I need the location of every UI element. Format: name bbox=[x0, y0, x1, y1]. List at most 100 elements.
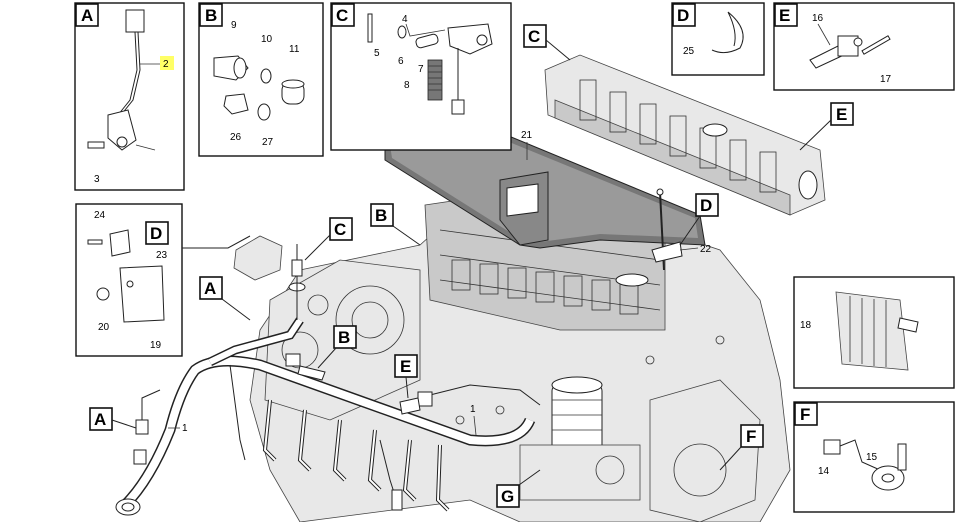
panel-a-letter: A bbox=[81, 6, 93, 25]
label-part-9: 9 bbox=[231, 20, 237, 31]
callout-a-bottom-label: A bbox=[94, 410, 106, 429]
callout-e-manifold-label: E bbox=[836, 105, 847, 124]
label-part-1-mid: 1 bbox=[470, 404, 476, 415]
panel-c: C 4 5 6 7 8 bbox=[330, 2, 512, 151]
control-module bbox=[835, 291, 909, 371]
panel-e-tag bbox=[774, 3, 798, 27]
clip-d bbox=[109, 229, 131, 257]
main-callouts: C E 21 D 22 C B A B E A 1 1 bbox=[89, 24, 854, 508]
callout-d-bracket bbox=[695, 193, 719, 217]
label-part-26: 26 bbox=[230, 132, 242, 143]
nut-20 bbox=[96, 287, 110, 301]
panel-b-letter: B bbox=[205, 6, 217, 25]
bracket-d-tag bbox=[145, 221, 169, 245]
callout-a-bottom bbox=[89, 407, 113, 431]
sleeve-7 bbox=[415, 33, 439, 49]
label-part-16: 16 bbox=[812, 13, 824, 24]
panel-f: F 15 14 bbox=[793, 401, 955, 513]
callout-g bbox=[496, 484, 520, 508]
label-part-4: 4 bbox=[402, 14, 408, 25]
callout-b-sensor bbox=[333, 325, 357, 349]
bolt-3 bbox=[87, 141, 105, 149]
label-part-10: 10 bbox=[261, 34, 273, 45]
label-part-2: 2 bbox=[163, 59, 169, 70]
callout-e-sensor-label: E bbox=[400, 357, 411, 376]
label-part-25: 25 bbox=[683, 46, 695, 57]
panel-f-tag bbox=[794, 402, 818, 426]
panel-a-tag bbox=[75, 3, 99, 27]
wiring-harness bbox=[115, 244, 541, 516]
label-part-27: 27 bbox=[262, 137, 274, 148]
sensor-4 bbox=[447, 23, 493, 55]
bracket-19 bbox=[119, 265, 165, 323]
panel-module: 18 bbox=[793, 276, 955, 389]
callout-e-manifold bbox=[830, 102, 854, 126]
bracket-d-letter: D bbox=[150, 224, 162, 243]
washer-6 bbox=[397, 25, 407, 39]
callout-c-manifold-label: C bbox=[528, 27, 540, 46]
panel-c-letter: C bbox=[336, 6, 348, 25]
label-part-23: 23 bbox=[156, 250, 168, 261]
callout-c-manifold bbox=[523, 24, 547, 48]
screw-17 bbox=[861, 35, 891, 55]
callout-f bbox=[740, 424, 764, 448]
label-part-14: 14 bbox=[818, 466, 830, 477]
label-part-5: 5 bbox=[374, 48, 380, 59]
sensor-b bbox=[297, 365, 326, 381]
label-part-17: 17 bbox=[880, 74, 892, 85]
callout-c-sensor-label: C bbox=[334, 220, 346, 239]
panel-d-tag bbox=[672, 3, 696, 27]
callout-g-label: G bbox=[501, 487, 514, 506]
sensor-connector bbox=[125, 9, 145, 33]
sensor-a-lower bbox=[133, 449, 147, 465]
label-part-1-left: 1 bbox=[182, 423, 188, 434]
screw-15 bbox=[897, 443, 907, 471]
label-part-7: 7 bbox=[418, 64, 424, 75]
sensor-b-connector bbox=[285, 353, 301, 367]
sensor-body bbox=[107, 109, 137, 151]
bolt-24 bbox=[87, 239, 103, 245]
cover-plate-21 bbox=[384, 119, 706, 271]
label-part-24: 24 bbox=[94, 210, 106, 221]
callout-b-sensor-label: B bbox=[338, 328, 350, 347]
highlight-part-2 bbox=[160, 56, 174, 70]
sensor-e bbox=[399, 397, 421, 415]
panel-d: D 25 bbox=[671, 2, 765, 76]
cable-tie-25 bbox=[711, 11, 744, 54]
label-part-20: 20 bbox=[98, 322, 110, 333]
callout-d-bracket-label: D bbox=[700, 196, 712, 215]
panel-b: B 9 10 11 26 27 bbox=[198, 2, 324, 157]
panel-b-tag bbox=[199, 3, 223, 27]
callout-a-left-label: A bbox=[204, 279, 216, 298]
callout-c-sensor bbox=[329, 217, 353, 241]
callout-f-label: F bbox=[746, 427, 756, 446]
screw-5 bbox=[367, 13, 373, 43]
label-part-8: 8 bbox=[404, 80, 410, 91]
label-part-21: 21 bbox=[521, 130, 533, 141]
intake-manifold bbox=[544, 54, 826, 216]
label-part-3: 3 bbox=[94, 174, 100, 185]
sensor-c-body bbox=[291, 259, 303, 277]
label-part-6: 6 bbox=[398, 56, 404, 67]
panel-c-tag bbox=[331, 3, 355, 27]
panel-e: E 16 17 bbox=[773, 2, 955, 91]
washer-27 bbox=[257, 103, 271, 121]
callout-b-cover bbox=[370, 203, 394, 227]
label-part-22: 22 bbox=[700, 244, 712, 255]
sensor-f-connector bbox=[823, 439, 841, 455]
panel-e-letter: E bbox=[779, 6, 790, 25]
callout-a-left bbox=[199, 276, 223, 300]
panel-d-letter: D bbox=[677, 6, 689, 25]
sensor-e-connector bbox=[417, 391, 433, 407]
label-part-11: 11 bbox=[289, 44, 300, 55]
washer-10 bbox=[260, 68, 272, 84]
callout-b-cover-label: B bbox=[375, 206, 387, 225]
sensor-26 bbox=[223, 93, 249, 115]
label-part-19: 19 bbox=[150, 340, 162, 351]
panel-f-letter: F bbox=[800, 405, 810, 424]
sensor-a-connector bbox=[135, 419, 149, 435]
panel-bracket: 24 D 23 20 19 bbox=[75, 203, 251, 357]
label-part-15: 15 bbox=[866, 452, 878, 463]
label-part-18: 18 bbox=[800, 320, 812, 331]
